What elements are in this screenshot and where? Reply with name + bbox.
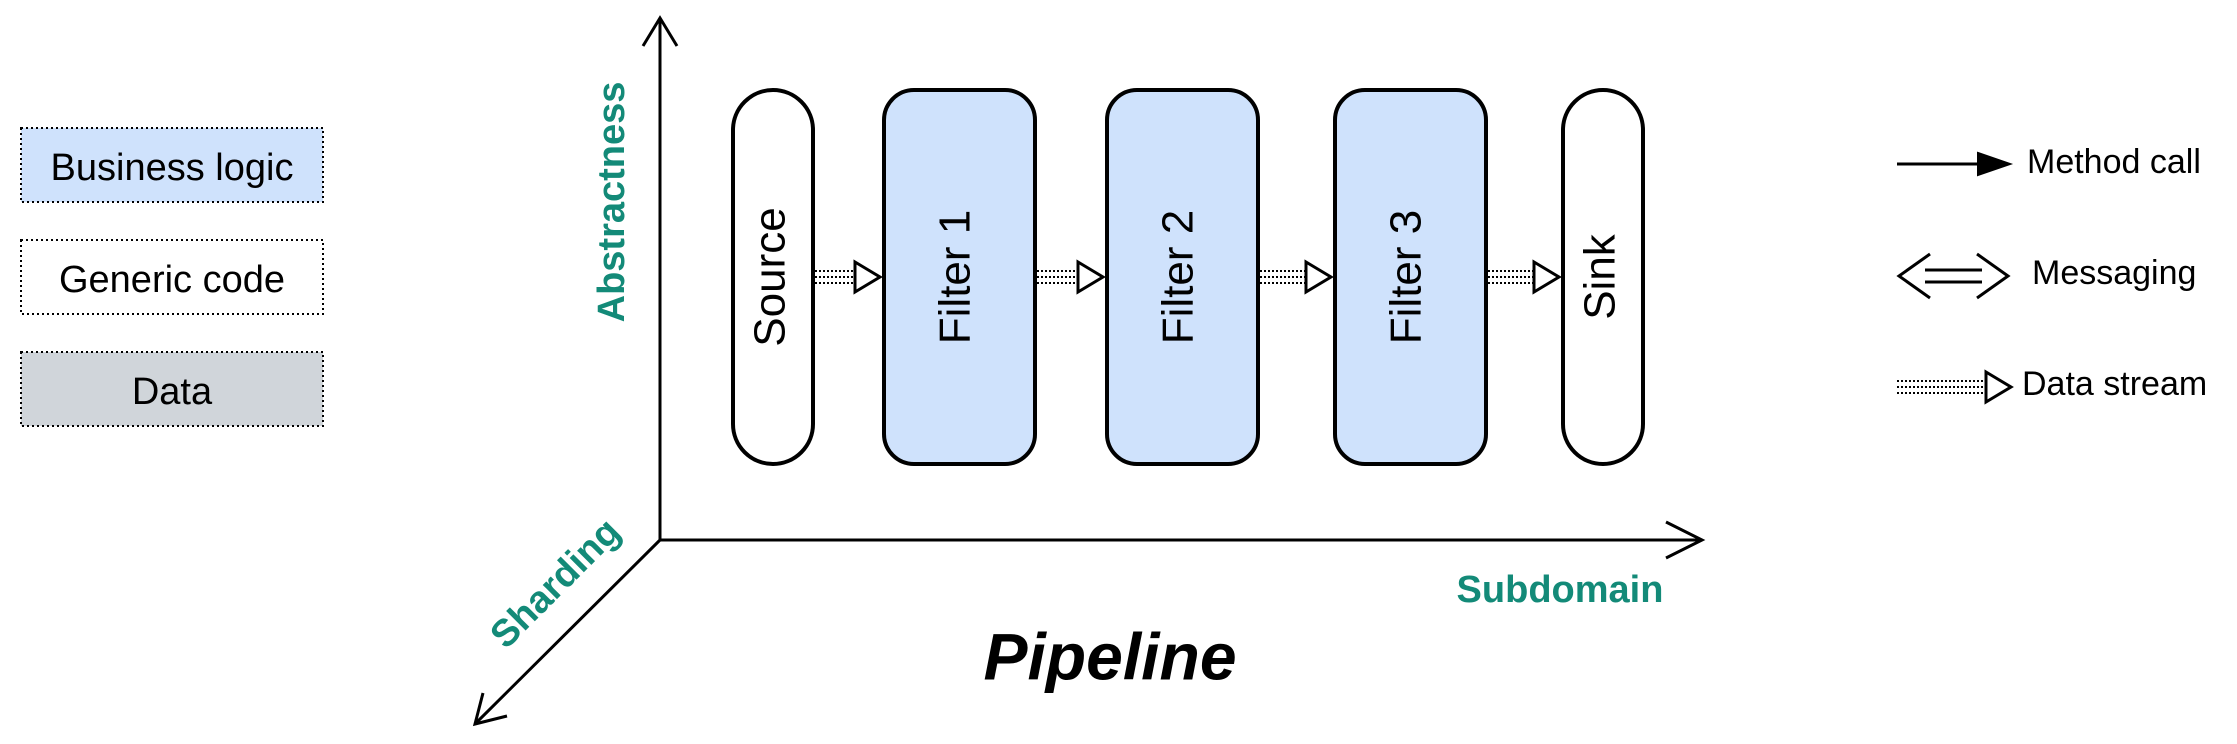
stream-filter-2-to-filter-3 bbox=[1260, 259, 1334, 295]
legend-data-stream: Data stream bbox=[1897, 365, 2207, 405]
legend-messaging: Messaging bbox=[1896, 252, 2196, 300]
node-sink: Sink bbox=[1561, 88, 1645, 466]
axis-label-sharding: Sharding bbox=[483, 511, 629, 657]
business-logic-label: Business logic bbox=[51, 147, 294, 189]
axis-label-subdomain: Subdomain bbox=[1457, 569, 1664, 611]
legend-business-logic: Business logic bbox=[20, 127, 324, 203]
node-source: Source bbox=[731, 88, 815, 466]
node-filter-3: Filter 3 bbox=[1333, 88, 1488, 466]
pipeline-nodes: Source Filter 1 Filter 2 Filter 3 Sink bbox=[731, 88, 1645, 466]
data-label: Data bbox=[132, 371, 213, 413]
filter-1-shape bbox=[882, 88, 1037, 466]
stream-arrowhead bbox=[1304, 259, 1334, 295]
axes bbox=[472, 15, 1706, 727]
axis-label-abstractness: Abstractness bbox=[591, 82, 633, 323]
data-swatch bbox=[20, 351, 324, 427]
generic-code-swatch bbox=[20, 239, 324, 315]
horizontal-axis-arrowhead bbox=[1665, 520, 1706, 560]
source-shape bbox=[731, 88, 815, 466]
filter-1-label: Filter 1 bbox=[931, 210, 980, 344]
filter-3-label: Filter 3 bbox=[1382, 210, 1431, 344]
diagonal-axis bbox=[473, 538, 662, 726]
messaging-arrowhead-right bbox=[1976, 252, 2011, 300]
stream-source-to-filter-1 bbox=[815, 259, 883, 295]
source-label: Source bbox=[746, 207, 795, 346]
legend-generic-code: Generic code bbox=[20, 239, 324, 315]
data-stream-label: Data stream bbox=[2022, 365, 2207, 403]
data-stream-legend-arrowhead bbox=[1984, 369, 2014, 405]
legend-left: Business logic Generic code Data bbox=[20, 127, 324, 427]
filter-3-shape bbox=[1333, 88, 1488, 466]
sink-label: Sink bbox=[1576, 233, 1625, 320]
generic-code-label: Generic code bbox=[59, 259, 285, 301]
node-filter-1: Filter 1 bbox=[882, 88, 1037, 466]
method-call-label: Method call bbox=[2027, 143, 2201, 181]
filter-2-shape bbox=[1105, 88, 1260, 466]
stream-filter-1-to-filter-2 bbox=[1037, 259, 1106, 295]
method-call-arrowhead bbox=[1977, 151, 2014, 177]
legend-data: Data bbox=[20, 351, 324, 427]
legend-right: Method call Messaging Data stream bbox=[1896, 143, 2207, 405]
filter-2-label: Filter 2 bbox=[1154, 210, 1203, 344]
diagram-title: Pipeline bbox=[983, 619, 1236, 693]
node-filter-2: Filter 2 bbox=[1105, 88, 1260, 466]
stream-arrowhead bbox=[1076, 259, 1106, 295]
messaging-label: Messaging bbox=[2032, 254, 2196, 292]
legend-method-call: Method call bbox=[1897, 143, 2201, 181]
stream-filter-3-to-sink bbox=[1488, 259, 1562, 295]
messaging-arrowhead-left bbox=[1896, 252, 1931, 300]
stream-arrowhead bbox=[853, 259, 883, 295]
business-logic-swatch bbox=[20, 127, 324, 203]
sink-shape bbox=[1561, 88, 1645, 466]
stream-arrowhead bbox=[1532, 259, 1562, 295]
data-stream-connectors bbox=[815, 259, 1562, 295]
vertical-axis-arrowhead bbox=[641, 15, 679, 47]
diagonal-axis-arrowhead bbox=[472, 692, 508, 727]
